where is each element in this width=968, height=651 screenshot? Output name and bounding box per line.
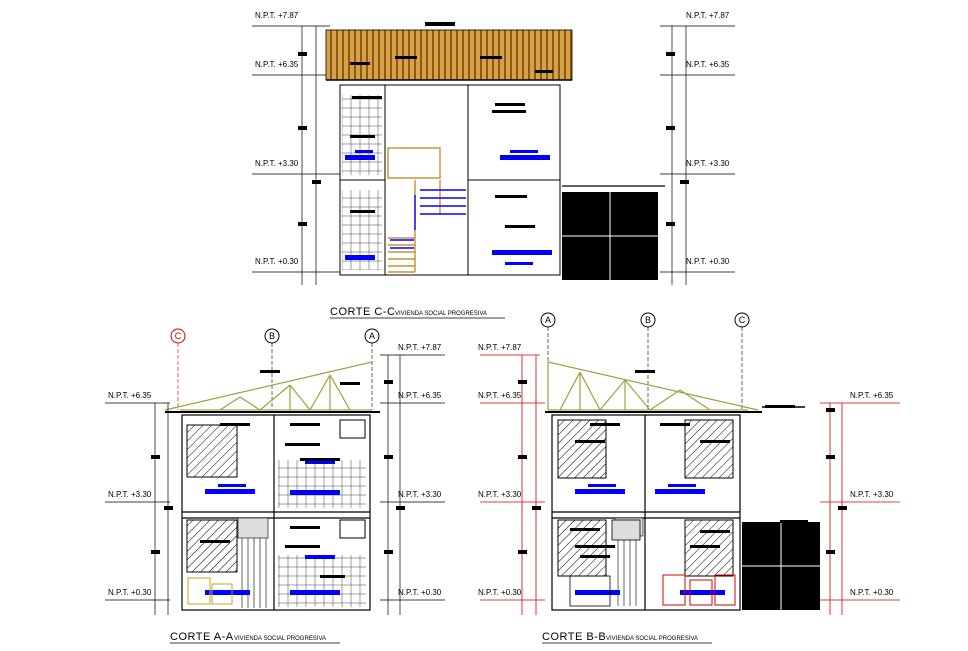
furniture-b-b: [575, 484, 725, 595]
axis-label-b-b-1: A: [545, 315, 551, 325]
level-label-b-b-right-2: N.P.T. +3.30: [850, 490, 894, 499]
section-a-a: C B A: [105, 328, 445, 644]
window-dark-b-b: [742, 522, 820, 610]
section-subtitle-a-a: VIVIENDA SOCIAL PROGRESIVA: [234, 636, 326, 642]
level-lines-c-c: [252, 25, 735, 273]
building-walls-c-c: [339, 84, 561, 276]
axis-bubbles-b-b: [540, 312, 750, 410]
level-label-b-b-right-3: N.P.T. +0.30: [850, 588, 894, 597]
bath-tile-a-a-upper: [278, 460, 366, 508]
section-subtitle-b-b: VIVIENDA SOCIAL PROGRESIVA: [606, 636, 698, 642]
level-label-a-a-left-2: N.P.T. +3.30: [108, 490, 152, 499]
level-label-c-c-right-3: N.P.T. +3.30: [686, 159, 730, 168]
window-hatched-b-b-2: [684, 419, 734, 479]
level-label-a-a-right-1: N.P.T. +7.87: [398, 343, 442, 352]
dimension-ticks-c-c: [298, 52, 689, 226]
annotation-bars-b-b: [570, 370, 808, 558]
level-label-b-b-left-3: N.P.T. +3.30: [478, 490, 522, 499]
roof-truss-b-b: [547, 361, 759, 411]
level-label-a-a-left-1: N.P.T. +6.35: [108, 391, 152, 400]
section-title-b-b: CORTE B-B: [542, 631, 606, 643]
axis-bubbles-a-a: [170, 328, 380, 410]
level-label-b-b-left-1: N.P.T. +7.87: [478, 343, 522, 352]
roof-truss-a-a: [164, 361, 373, 411]
building-walls-b-b: [551, 414, 741, 611]
furniture-a-a: [205, 460, 340, 595]
axis-label-b-b-3: C: [739, 315, 746, 325]
level-label-c-c-left-4: N.P.T. +0.30: [255, 257, 299, 266]
annotation-bars-c-c: [350, 22, 553, 228]
dimension-lines-a-a: [154, 355, 401, 615]
dimension-ticks-a-a: [151, 380, 405, 554]
section-b-b: A B C: [478, 312, 900, 644]
dimension-lines-c-c: [301, 26, 687, 285]
section-c-c: N.P.T. +7.87 N.P.T. +6.35 N.P.T. +3.30 N…: [252, 11, 735, 319]
window-hatched-a-a-lower: [186, 519, 238, 573]
level-label-b-b-left-4: N.P.T. +0.30: [478, 588, 522, 597]
building-walls-a-a: [181, 414, 371, 611]
bath-window-a-a-lower: [339, 519, 366, 539]
level-label-a-a-right-4: N.P.T. +0.30: [398, 588, 442, 597]
stair-blue-c-c: [390, 189, 466, 249]
window-hatched-a-a-upper: [186, 424, 238, 478]
kitchen-b-b: [569, 519, 641, 607]
axis-label-a-a-3: A: [369, 331, 375, 341]
level-label-c-c-left-3: N.P.T. +3.30: [255, 159, 299, 168]
dimension-ticks-b-b: [518, 380, 847, 554]
level-label-c-c-left-2: N.P.T. +6.35: [255, 60, 299, 69]
level-label-b-b-right-1: N.P.T. +6.35: [850, 391, 894, 400]
level-label-a-a-right-3: N.P.T. +3.30: [398, 490, 442, 499]
section-subtitle-c-c: VIVIENDA SOCIAL PROGRESIVA: [395, 311, 487, 317]
level-label-c-c-left-1: N.P.T. +7.87: [255, 11, 299, 20]
furniture-c-c: [345, 150, 552, 265]
chairs-a-a: [187, 577, 233, 605]
bath-window-a-a-upper: [339, 419, 366, 439]
axis-label-a-a-2: B: [269, 331, 275, 341]
level-label-b-b-left-2: N.P.T. +6.35: [478, 391, 522, 400]
annotation-bars-a-a: [200, 370, 360, 578]
section-title-c-c: CORTE C-C: [330, 306, 395, 318]
level-label-c-c-right-1: N.P.T. +7.87: [686, 11, 730, 20]
level-label-a-a-left-3: N.P.T. +0.30: [108, 588, 152, 597]
bath-tile-a-a-lower: [278, 555, 366, 607]
level-lines-a-a: [105, 354, 445, 601]
roof-slats: [325, 29, 573, 81]
section-title-a-a: CORTE A-A: [170, 631, 234, 643]
level-label-a-a-right-2: N.P.T. +6.35: [398, 391, 442, 400]
stair-c-c: [387, 147, 441, 273]
level-label-c-c-right-2: N.P.T. +6.35: [686, 60, 730, 69]
window-hatched-b-b-1: [557, 419, 607, 479]
axis-label-a-a-1: C: [175, 331, 182, 341]
curtain-a-a: [237, 517, 269, 608]
level-label-c-c-right-4: N.P.T. +0.30: [686, 257, 730, 266]
window-dark-c-c: [562, 185, 665, 280]
dimension-lines-b-b-red: [480, 354, 900, 615]
axis-label-b-b-2: B: [645, 315, 651, 325]
dining-set-b-b: [662, 574, 736, 606]
